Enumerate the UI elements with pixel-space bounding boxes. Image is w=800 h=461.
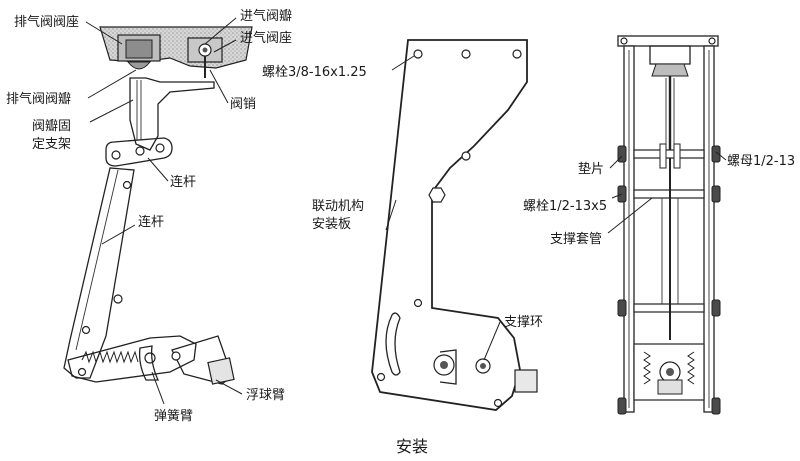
left-assembly-view [63,26,253,385]
middle-view-labels: 螺栓3/8-16x1.25 联动机构 安装板 支撑环 [262,65,543,330]
spring-coils [81,350,139,364]
middle-mounting-plate-view [371,39,538,411]
label-plate-line1: 联动机构 [312,199,364,214]
middle-view-leaders [385,55,501,361]
label-valve-pin: 阀销 [230,97,256,112]
label-exhaust-valve-flap: 排气阀阀瓣 [6,91,71,107]
label-bolt-1-2: 螺栓1/2-13x5 [523,199,607,214]
label-link-upper: 连杆 [170,174,196,190]
top-flange-shape [617,35,719,47]
left-view-leaders [85,17,243,405]
label-flap-bracket-line1: 阀瓣固 [32,119,71,134]
top-valve-mechanism [651,63,689,77]
right-side-view [617,35,721,415]
upper-crossbar [633,149,705,159]
label-support-ring: 支撑环 [504,315,543,330]
long-link-shape [63,167,135,379]
label-flap-bracket-line2: 定支架 [32,137,71,152]
label-spring-arm: 弹簧臂 [154,408,193,424]
label-exhaust-valve-seat: 排气阀阀座 [14,14,79,30]
right-view-leaders [607,151,727,234]
label-bolt-3-8: 螺栓3/8-16x1.25 [262,65,367,80]
hex-nut-shape [428,187,446,203]
mounting-plate-slot [385,312,401,376]
exhaust-valve-flap-shape [126,61,152,70]
upper-link-shape [105,137,173,167]
spring-arm-shape [67,335,197,383]
label-float-arm: 浮球臂 [246,388,285,403]
label-support-sleeve: 支撑套管 [550,231,602,247]
diagram-caption: 安装 [396,437,428,456]
mounting-plate-outline [371,39,528,411]
label-nut: 螺母1/2-13 [727,154,795,169]
label-washer: 垫片 [578,161,604,177]
right-view-labels: 垫片 螺母1/2-13 螺栓1/2-13x5 支撑套管 [523,154,795,247]
label-plate-line2: 安装板 [312,217,351,232]
label-intake-valve-flap: 进气阀瓣 [240,8,292,24]
left-view-labels: 排气阀阀座 进气阀瓣 进气阀座 排气阀阀瓣 阀销 阀瓣固 定支架 连杆 连杆 浮… [6,8,292,424]
label-intake-valve-seat: 进气阀座 [240,30,292,46]
label-link-lower: 连杆 [138,214,164,230]
